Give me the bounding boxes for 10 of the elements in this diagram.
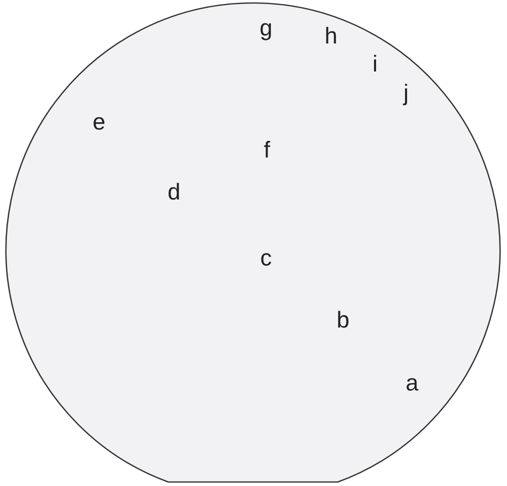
part-label: h (324, 24, 338, 48)
part-label: a (406, 372, 418, 394)
part-label: c (260, 246, 272, 270)
part-label: b (336, 308, 350, 332)
part-label: i (372, 52, 378, 76)
part-label: g (260, 16, 272, 40)
part-label: f (264, 138, 270, 162)
part-label: d (168, 180, 180, 204)
part-label: j (403, 82, 409, 104)
part-label: e (92, 110, 106, 134)
